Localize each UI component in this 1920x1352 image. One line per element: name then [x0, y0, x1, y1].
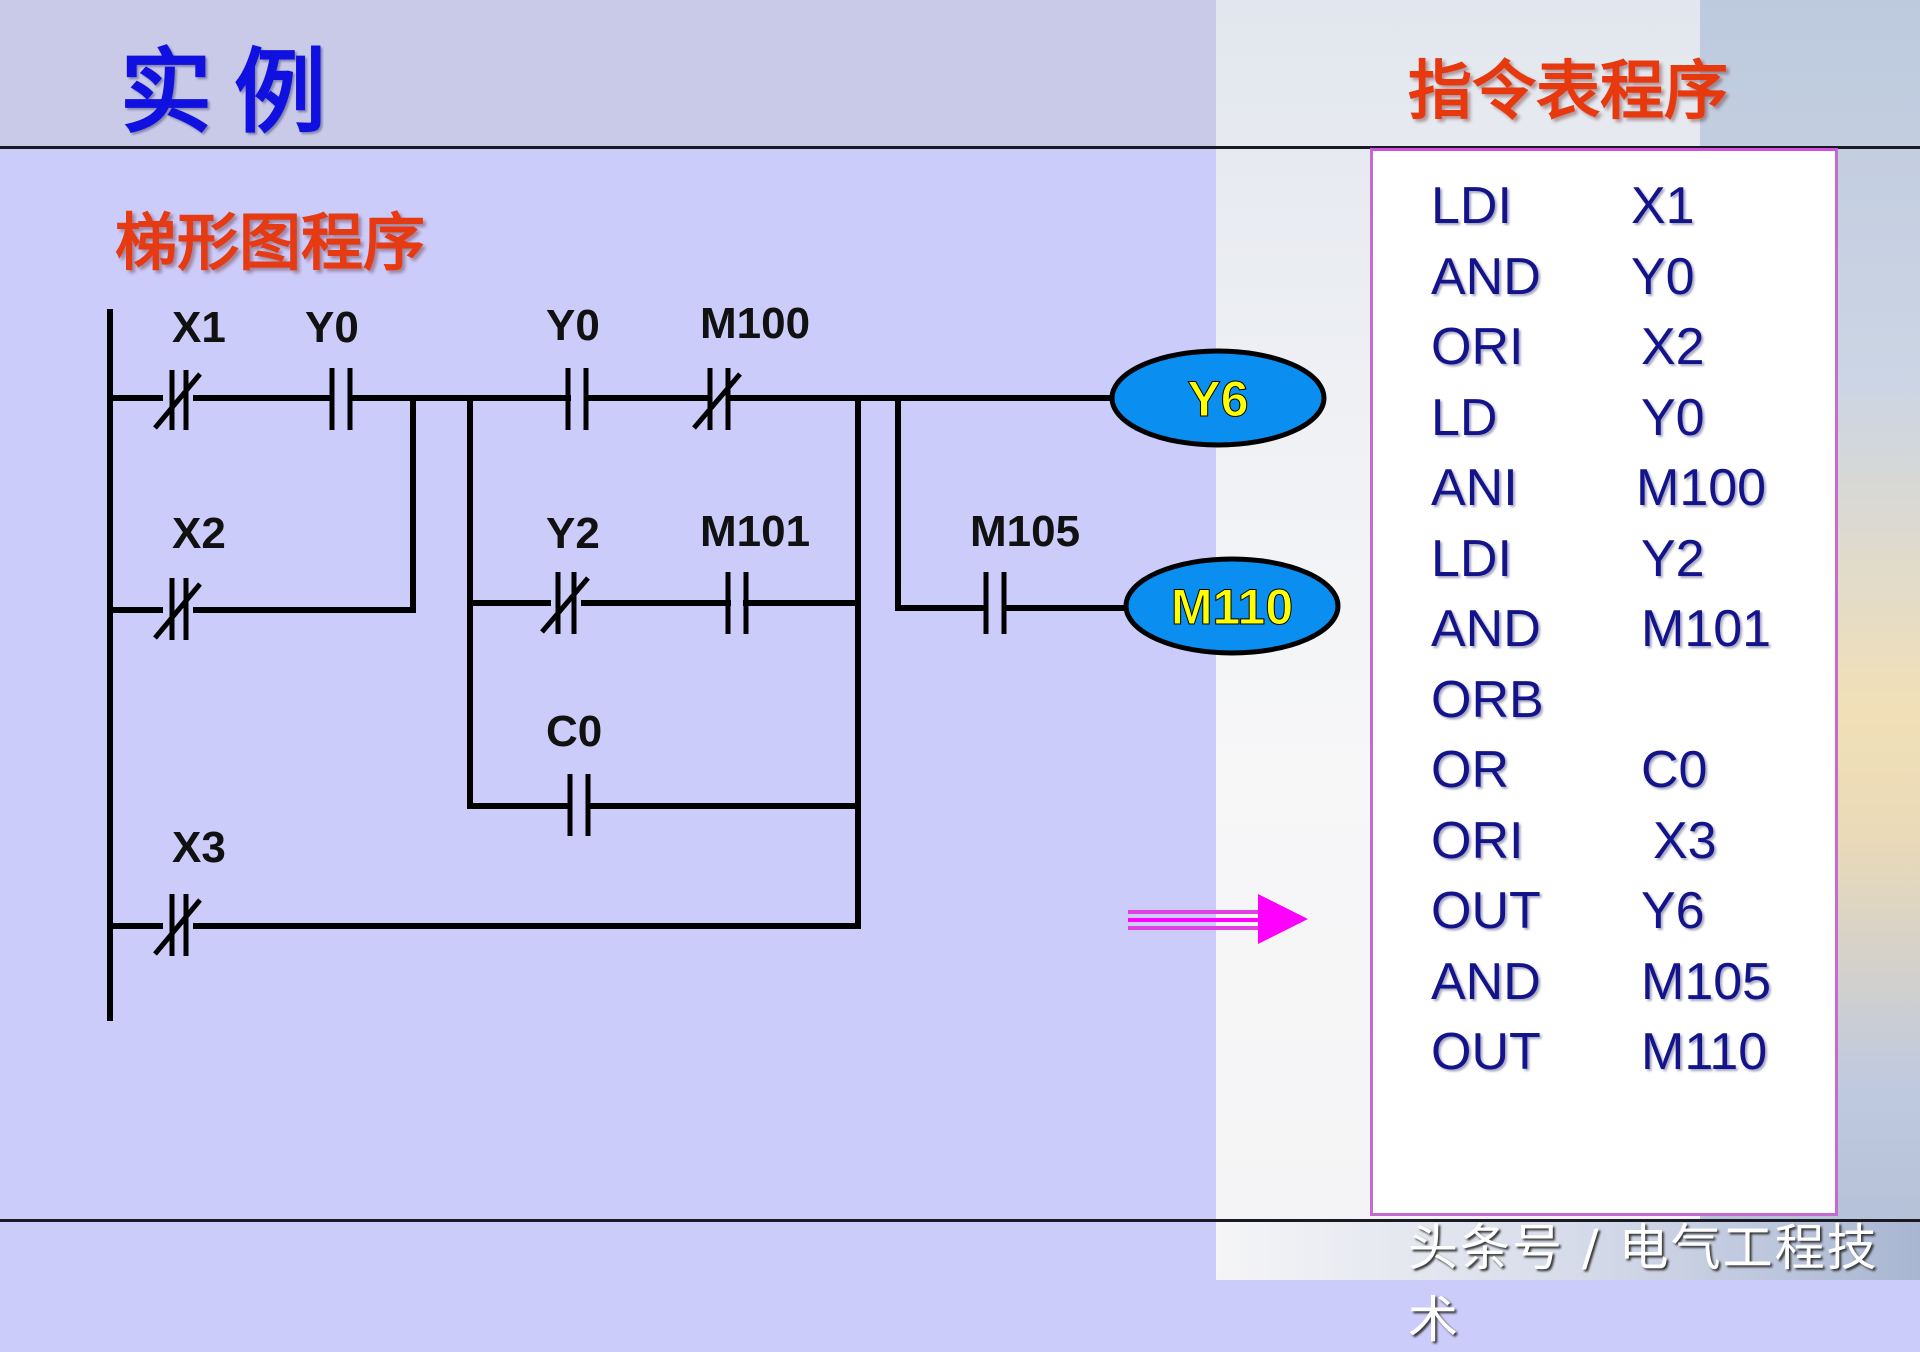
instruction-operand: M101: [1641, 600, 1772, 658]
contact-X1-normally-closed: [153, 370, 202, 430]
instruction-opcode: LDI: [1431, 529, 1512, 588]
instruction-opcode: AND: [1431, 247, 1541, 306]
footer-divider: [0, 1219, 1920, 1222]
coil-label-y6: Y6: [1187, 371, 1248, 427]
instruction-operand: Y0: [1631, 247, 1695, 306]
instruction-list-title: 指令表程序: [1408, 55, 1728, 129]
contact-label-c0: C0: [546, 707, 602, 756]
ladder-diagram: X1 Y0 X2 Y0 M100 Y2 M101 C0 X3 M105 Y6 M…: [107, 299, 1341, 1021]
instruction-opcode: LD: [1431, 388, 1498, 447]
contact-M101-normally-open: [725, 572, 749, 634]
instruction-operand: M100: [1636, 459, 1767, 517]
arrow-right-icon: [1128, 894, 1308, 944]
instruction-opcode: LDI: [1431, 177, 1512, 235]
ladder-wires: [107, 309, 1131, 1021]
page-title: 实例: [120, 38, 349, 146]
contact-X2-normally-closed: [153, 578, 202, 640]
contact-Y0-normally-open: [565, 368, 589, 430]
instruction-opcode: OUT: [1431, 882, 1541, 940]
contact-label-m100: M100: [700, 299, 810, 348]
footer-band: [1216, 1222, 1920, 1280]
header-band: [0, 0, 1216, 147]
instruction-operand: X2: [1641, 318, 1705, 376]
instruction-opcode: ANI: [1431, 459, 1518, 517]
ladder-panel: [0, 150, 1216, 1280]
instruction-opcode: ORI: [1431, 318, 1524, 376]
contact-M100-normally-closed: [692, 368, 742, 430]
instruction-opcode: ORI: [1431, 811, 1524, 870]
instruction-opcode: AND: [1431, 952, 1541, 1011]
instruction-operand: X3: [1653, 811, 1717, 870]
contact-Y0-normally-open: [329, 368, 353, 430]
coil-label-m110: M110: [1171, 579, 1293, 635]
instruction-opcode: OR: [1431, 741, 1509, 799]
contact-Y2-normally-closed: [540, 572, 590, 634]
contact-label-x3: X3: [172, 823, 226, 872]
header-divider: [0, 146, 1920, 149]
contact-label-y2: Y2: [546, 509, 600, 558]
watermark: 头条号 / 电气工程技术: [1408, 1219, 1879, 1349]
instruction-operand: M105: [1641, 952, 1772, 1011]
contact-label-m101: M101: [700, 507, 810, 556]
instruction-operand: Y6: [1641, 882, 1705, 940]
contact-M105-normally-open: [983, 572, 1007, 634]
contact-label-x2: X2: [172, 509, 226, 558]
instruction-operand: X1: [1631, 177, 1695, 235]
instruction-opcode: AND: [1431, 600, 1541, 658]
contact-X3-normally-closed: [153, 894, 202, 956]
instruction-operand: C0: [1641, 741, 1708, 799]
contact-label-x1: X1: [172, 303, 226, 352]
instruction-operand: M110: [1641, 1023, 1768, 1081]
instruction-opcode: ORB: [1431, 670, 1544, 729]
contact-C0-normally-open: [567, 774, 591, 836]
contact-label-y0-2: Y0: [546, 301, 600, 350]
coil-Y6: Y6: [1109, 348, 1327, 448]
coil-M110: M110: [1123, 556, 1341, 656]
instruction-opcode: OUT: [1431, 1023, 1541, 1081]
contact-label-m105: M105: [970, 507, 1080, 556]
ladder-section-title: 梯形图程序: [115, 206, 426, 279]
instruction-operand: Y0: [1641, 388, 1705, 447]
contact-label-y0: Y0: [305, 303, 359, 352]
instruction-operand: Y2: [1641, 529, 1705, 588]
